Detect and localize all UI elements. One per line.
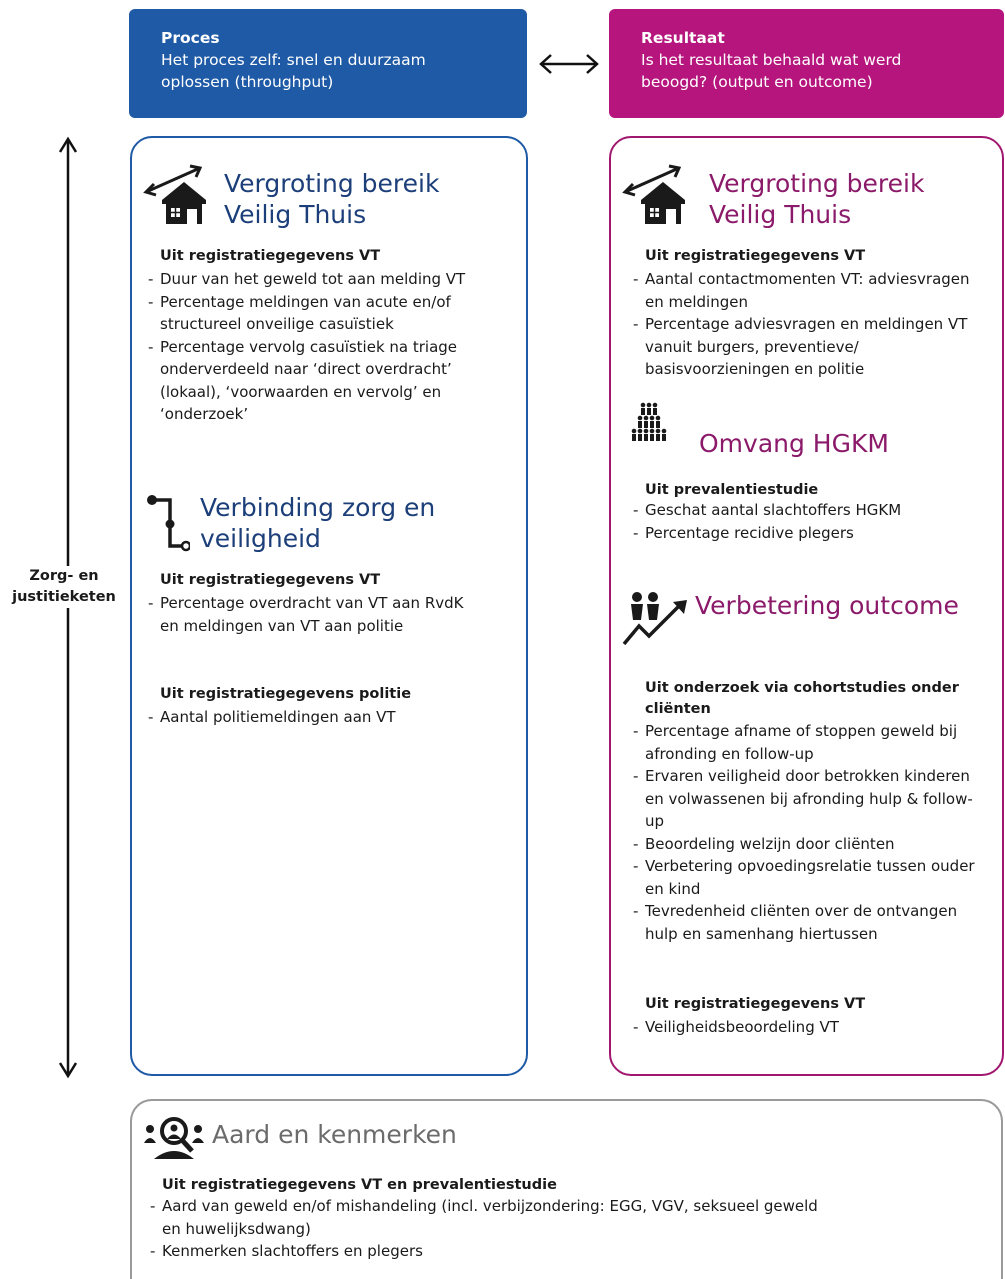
left-sec1-list: Duur van het geweld tot aan melding VT P… xyxy=(146,268,466,426)
left-sec2-subtitle2: Uit registratiegegevens politie xyxy=(160,686,412,702)
list-item: Tevredenheid cliënten over de ontvangen … xyxy=(631,900,991,945)
vertical-axis-arrow xyxy=(58,136,78,1079)
bottom-subtitle: Uit registratiegegevens VT en prevalenti… xyxy=(162,1177,557,1193)
left-sec1-subtitle: Uit registratiegegevens VT xyxy=(160,248,381,264)
house-expand-icon xyxy=(143,164,206,224)
resultaat-header: Resultaat Is het resultaat behaald wat w… xyxy=(609,9,1004,118)
proces-header: Proces Het proces zelf: snel en duurzaam… xyxy=(129,9,527,118)
list-item: Percentage meldingen van acute en/of str… xyxy=(146,291,466,336)
bottom-list: Aard van geweld en/of mishandeling (incl… xyxy=(148,1195,828,1263)
people-crowd-icon xyxy=(631,402,667,441)
left-sec2-title: Verbinding zorg en veiligheid xyxy=(200,493,436,553)
list-item: Percentage vervolg casuïstiek na triage … xyxy=(146,336,466,426)
list-item: Veiligheidsbeoordeling VT xyxy=(631,1016,991,1039)
proces-panel: Vergroting bereik Veilig Thuis Uit regis… xyxy=(130,136,528,1076)
right-sec1-list: Aantal contactmomenten VT: adviesvragen … xyxy=(631,268,991,381)
list-item: Percentage adviesvragen en meldingen VT … xyxy=(631,313,991,381)
axis-label: Zorg- en justitieketen xyxy=(0,566,128,608)
list-item: Kenmerken slachtoffers en plegers xyxy=(148,1240,828,1263)
list-item: Percentage recidive plegers xyxy=(631,522,991,545)
people-growth-icon xyxy=(622,592,687,646)
list-item: Percentage overdracht van VT aan RvdK en… xyxy=(146,592,466,637)
magnifier-people-icon xyxy=(144,1117,204,1159)
left-sec1-title: Vergroting bereik Veilig Thuis xyxy=(224,169,440,229)
connection-path-icon xyxy=(147,495,190,552)
proces-text: Het proces zelf: snel en duurzaam oploss… xyxy=(161,51,426,91)
list-item: Duur van het geweld tot aan melding VT xyxy=(146,268,466,291)
right-sec3-subtitle2: Uit registratiegegevens VT xyxy=(645,996,866,1012)
resultaat-text: Is het resultaat behaald wat werd beoogd… xyxy=(641,51,902,91)
right-sec2-list: Geschat aantal slachtoffers HGKM Percent… xyxy=(631,499,991,544)
double-arrow-icon xyxy=(539,54,599,74)
list-item: Aantal contactmomenten VT: adviesvragen … xyxy=(631,268,991,313)
right-sec2-subtitle: Uit prevalentiestudie xyxy=(645,482,819,498)
house-expand-icon xyxy=(622,164,685,224)
list-item: Ervaren veiligheid door betrokken kinder… xyxy=(631,765,991,833)
resultaat-title: Resultaat xyxy=(641,29,725,47)
list-item: Aantal politiemeldingen aan VT xyxy=(146,706,476,729)
list-item: Beoordeling welzijn door cliënten xyxy=(631,833,991,856)
left-sec2-subtitle: Uit registratiegegevens VT xyxy=(160,572,381,588)
right-sec3-title: Verbetering outcome xyxy=(695,591,959,620)
right-sec3-subtitle: Uit onderzoek via cohortstudies onder cl… xyxy=(645,680,959,717)
right-sec3-list: Percentage afname of stoppen geweld bij … xyxy=(631,720,991,945)
right-sec1-title: Vergroting bereik Veilig Thuis xyxy=(709,169,925,229)
list-item: Verbetering opvoedingsrelatie tussen oud… xyxy=(631,855,991,900)
list-item: Percentage afname of stoppen geweld bij … xyxy=(631,720,991,765)
right-sec3-list2: Veiligheidsbeoordeling VT xyxy=(631,1016,991,1039)
aard-panel: Aard en kenmerken Uit registratiegegeven… xyxy=(130,1099,1003,1279)
list-item: Aard van geweld en/of mishandeling (incl… xyxy=(148,1195,828,1240)
right-sec2-title: Omvang HGKM xyxy=(699,429,889,458)
right-sec1-subtitle: Uit registratiegegevens VT xyxy=(645,248,866,264)
bottom-title: Aard en kenmerken xyxy=(212,1120,457,1149)
list-item: Geschat aantal slachtoffers HGKM xyxy=(631,499,991,522)
resultaat-panel: Vergroting bereik Veilig Thuis Uit regis… xyxy=(609,136,1004,1076)
left-sec2-list: Percentage overdracht van VT aan RvdK en… xyxy=(146,592,466,637)
left-sec2-list2: Aantal politiemeldingen aan VT xyxy=(146,706,476,729)
proces-title: Proces xyxy=(161,29,220,47)
